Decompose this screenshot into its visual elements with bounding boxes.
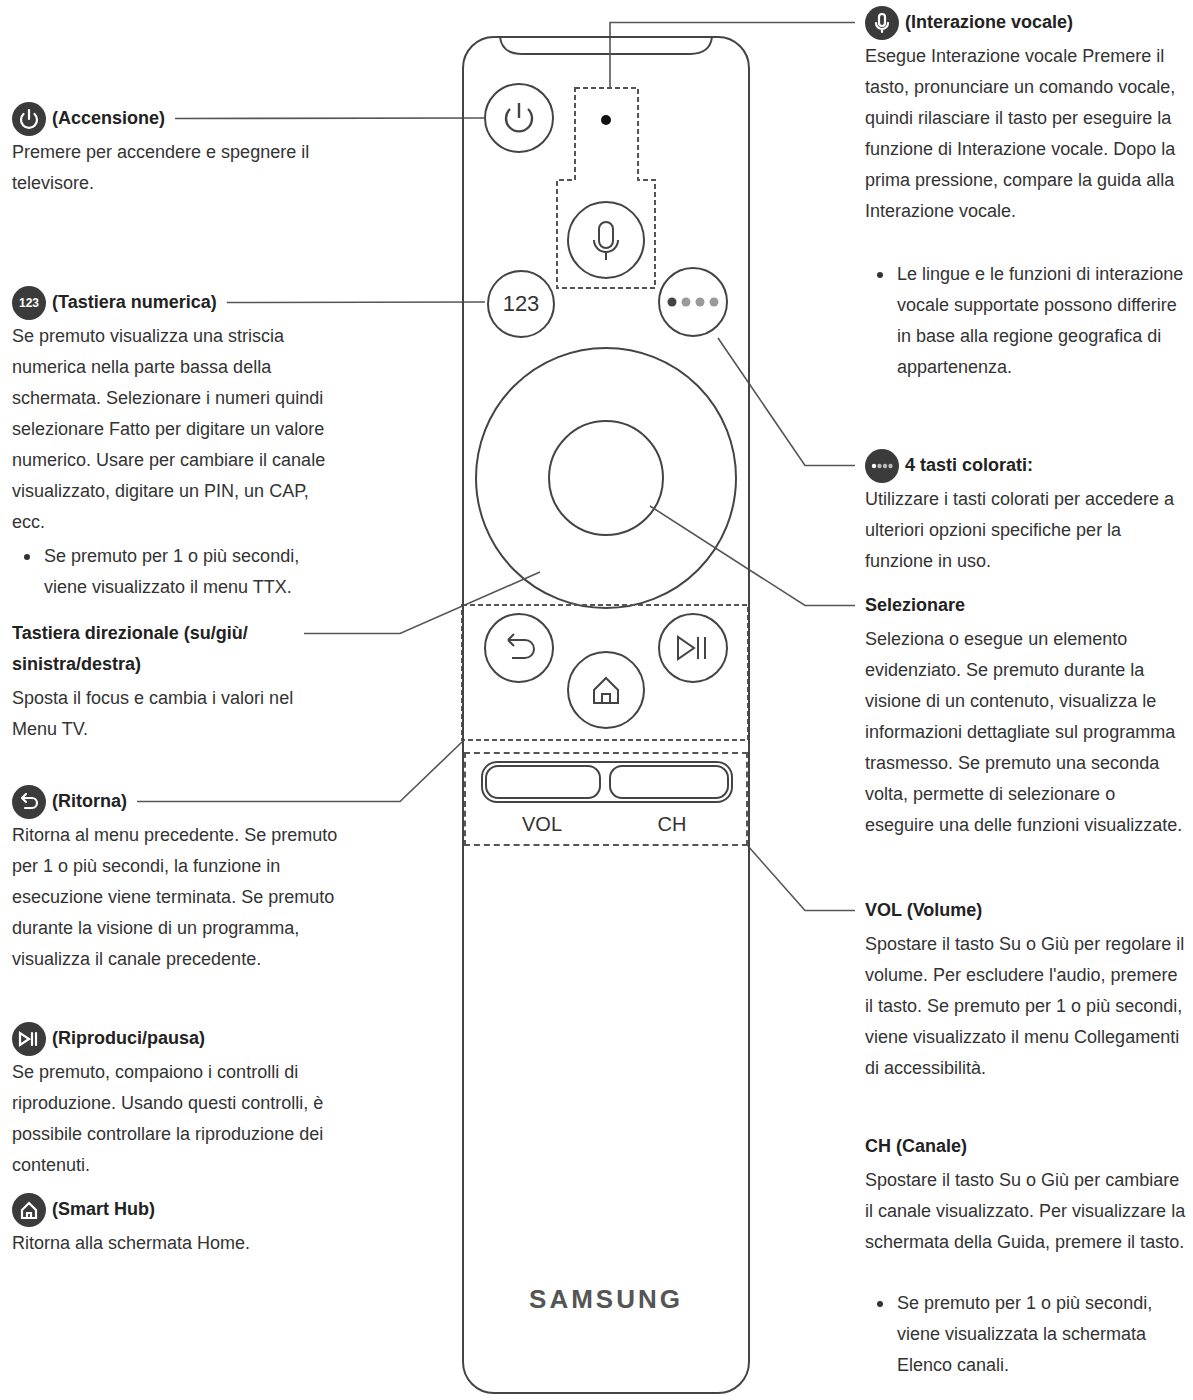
rocker-label: CH <box>642 812 702 836</box>
callout-heading: (Accensione) <box>52 103 165 134</box>
callout-text: Se premuto, compaiono i controlli di rip… <box>12 1057 342 1181</box>
button-icon-badge <box>865 6 899 40</box>
vol-ch-area: VOL CH <box>464 752 748 846</box>
return-button <box>485 614 553 682</box>
vol-rocker <box>486 766 600 798</box>
color-dot <box>696 298 705 307</box>
home-button <box>568 652 644 728</box>
callout-text: Seleziona o esegue un elemento evidenzia… <box>865 624 1187 841</box>
color-keys-button <box>659 268 727 336</box>
color-dot <box>682 298 691 307</box>
bullet-dot <box>877 272 883 278</box>
bullet-note: Se premuto per 1 o più secondi, viene vi… <box>44 541 332 603</box>
color-dot <box>668 298 677 307</box>
rocker-label: VOL <box>512 812 572 836</box>
leader-line <box>718 338 855 466</box>
leader-line <box>227 301 485 303</box>
button-icon-badge <box>865 449 899 483</box>
select-button <box>549 421 663 535</box>
voice-area-outline <box>557 88 655 288</box>
return-symbol <box>508 634 534 658</box>
leader-line <box>304 572 540 634</box>
callout-heading: Tastiera direzionale (su/giù/ sinistra/d… <box>12 618 294 680</box>
color-dot <box>710 298 719 307</box>
play-pause-symbol <box>678 637 705 659</box>
mic-symbol-stand <box>594 240 618 260</box>
button-icon-badge <box>12 1193 46 1227</box>
remote-body: SAMSUNG 123VOL CH <box>462 36 750 1394</box>
callout-text: Se premuto visualizza una striscia numer… <box>12 321 342 538</box>
callout-text: Ritorna al menu precedente. Se premuto p… <box>12 820 342 975</box>
home-symbol <box>594 678 618 703</box>
button-icon-badge <box>12 102 46 136</box>
brand-logo: SAMSUNG <box>464 1284 748 1315</box>
callout-heading: (Interazione vocale) <box>905 7 1073 38</box>
ch-rocker <box>610 766 728 798</box>
callout-heading: (Riproduci/pausa) <box>52 1023 205 1054</box>
callout-text: Ritorna alla schermata Home. <box>12 1228 342 1259</box>
callout-heading: (Ritorna) <box>52 786 127 817</box>
mic-button <box>568 202 644 278</box>
button-icon-badge <box>12 1022 46 1056</box>
leader-line <box>610 23 855 89</box>
bullet-dot <box>24 554 30 560</box>
callout-text: Utilizzare i tasti colorati per accedere… <box>865 484 1187 577</box>
bullet-note: Le lingue e le funzioni di interazione v… <box>897 259 1187 383</box>
mic-symbol <box>599 222 613 248</box>
callout-text: Sposta il focus e cambia i valori nel Me… <box>12 683 342 745</box>
power-button <box>485 84 553 152</box>
numeric-button: 123 <box>487 270 555 338</box>
microphone-hole <box>601 115 611 125</box>
button-label: 123 <box>503 291 540 317</box>
callout-heading: VOL (Volume) <box>865 895 982 926</box>
callout-heading: (Smart Hub) <box>52 1194 155 1225</box>
leader-line <box>650 506 855 606</box>
nav-area-outline <box>462 605 748 740</box>
leader-line <box>175 117 485 119</box>
callout-heading: (Tastiera numerica) <box>52 287 217 318</box>
callout-heading: 4 tasti colorati: <box>905 450 1033 481</box>
badge-label: 123 <box>19 296 39 310</box>
callout-text: Esegue Interazione vocale Premere il tas… <box>865 41 1187 227</box>
direction-pad <box>476 348 736 608</box>
power-symbol-bar <box>518 103 520 118</box>
top-notch <box>500 37 712 54</box>
callout-text: Premere per accendere e spegnere il tele… <box>12 137 342 199</box>
button-icon-badge <box>12 785 46 819</box>
play-pause-button <box>659 614 727 682</box>
callout-heading: Selezionare <box>865 590 965 621</box>
bullet-dot <box>877 1301 883 1307</box>
leader-line <box>748 846 855 911</box>
rocker-outline <box>482 762 732 802</box>
numeric-badge: 123 <box>12 286 46 320</box>
callout-text: Spostare il tasto Su o Giù per regolare … <box>865 929 1187 1084</box>
bullet-note: Se premuto per 1 o più secondi, viene vi… <box>897 1288 1187 1381</box>
callout-heading: CH (Canale) <box>865 1131 967 1162</box>
callout-text: Spostare il tasto Su o Giù per cambiare … <box>865 1165 1187 1258</box>
leader-line <box>137 742 462 802</box>
